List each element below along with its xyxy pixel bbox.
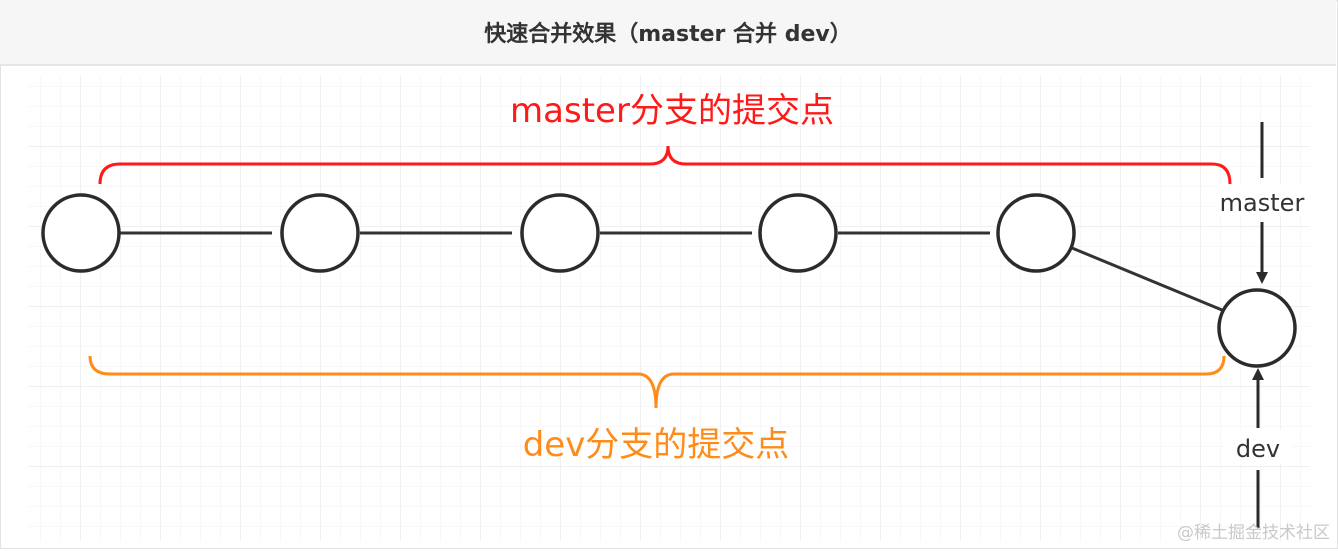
diagram-svg: master分支的提交点 dev分支的提交点 master dev xyxy=(0,66,1336,547)
git-merge-diagram: master分支的提交点 dev分支的提交点 master dev xyxy=(0,66,1336,547)
figure-title: 快速合并效果（master 合并 dev） xyxy=(484,16,851,48)
dev-brace-label: dev分支的提交点 xyxy=(523,425,790,465)
watermark: @稀土掘金技术社区 xyxy=(1177,518,1330,543)
master-brace-label: master分支的提交点 xyxy=(510,91,834,131)
commit-node-6 xyxy=(1219,290,1295,366)
commit-node-2 xyxy=(282,195,358,271)
commit-node-5 xyxy=(998,195,1074,271)
figure-caption-header: 快速合并效果（master 合并 dev） xyxy=(0,0,1336,66)
commit-node-1 xyxy=(43,195,119,271)
dev-pointer-label: dev xyxy=(1236,435,1280,463)
grid-background xyxy=(28,76,1310,541)
commit-node-3 xyxy=(522,195,598,271)
commit-node-4 xyxy=(760,195,836,271)
master-pointer-label: master xyxy=(1220,189,1305,217)
